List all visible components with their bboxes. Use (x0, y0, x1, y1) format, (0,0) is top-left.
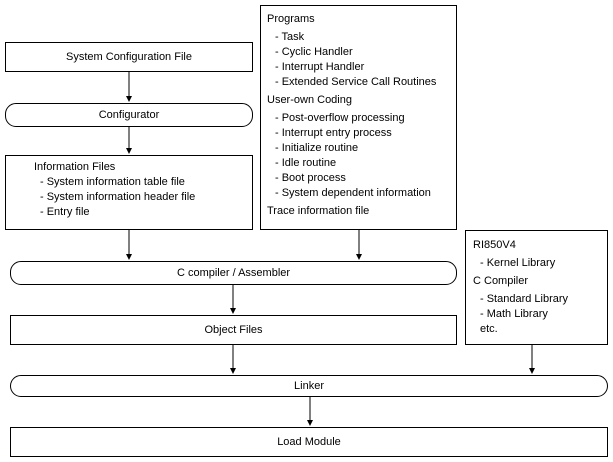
programs-heading: Programs (267, 13, 315, 25)
system-config-box: System Configuration File (5, 42, 253, 72)
info-files-list: - System information table file - System… (34, 175, 252, 220)
info-files-box: Information Files - System information t… (5, 155, 253, 230)
program-item: - Task (275, 31, 305, 43)
kernel-library-list: - Kernel Library (473, 256, 607, 271)
linker-box: Linker (10, 375, 608, 397)
system-config-label: System Configuration File (66, 50, 192, 63)
c-compiler-heading: C Compiler (473, 275, 529, 287)
user-coding-item: - Interrupt entry process (275, 127, 392, 139)
program-item: - Extended Service Call Routines (275, 76, 437, 88)
compiler-box: C compiler / Assembler (10, 261, 457, 285)
user-coding-heading: User-own Coding (267, 94, 352, 106)
object-files-label: Object Files (204, 323, 263, 336)
user-coding-item: - Initialize routine (275, 142, 359, 154)
user-coding-item: - Idle routine (275, 157, 337, 169)
info-file-item: - System information header file (40, 191, 196, 203)
configurator-label: Configurator (98, 108, 160, 121)
programs-list: - Task - Cyclic Handler - Interrupt Hand… (267, 30, 456, 90)
configurator-box: Configurator (5, 103, 253, 127)
load-module-label: Load Module (277, 435, 341, 448)
trace-info-label: Trace information file (267, 205, 370, 217)
library-item: - Standard Library (480, 293, 569, 305)
info-file-item: - Entry file (40, 206, 90, 218)
programs-box: Programs - Task - Cyclic Handler - Inter… (260, 5, 457, 230)
info-files-heading: Information Files (34, 161, 116, 173)
libraries-heading: RI850V4 (473, 239, 516, 251)
user-coding-item: - Boot process (275, 172, 346, 184)
program-item: - Cyclic Handler (275, 46, 353, 58)
libraries-etc: etc. (480, 323, 498, 335)
library-item: - Math Library (480, 308, 548, 320)
info-file-item: - System information table file (40, 176, 185, 188)
library-item: - Kernel Library (480, 257, 556, 269)
user-coding-item: - Post-overflow processing (275, 112, 405, 124)
user-coding-item: - System dependent information (275, 187, 431, 199)
compiler-label: C compiler / Assembler (176, 266, 291, 279)
compiler-library-list: - Standard Library - Math Library (473, 292, 607, 322)
object-files-box: Object Files (10, 315, 457, 345)
user-coding-list: - Post-overflow processing - Interrupt e… (267, 111, 456, 201)
load-module-box: Load Module (10, 427, 608, 457)
libraries-box: RI850V4 - Kernel Library C Compiler - St… (465, 230, 608, 345)
program-item: - Interrupt Handler (275, 61, 365, 73)
linker-label: Linker (294, 379, 324, 392)
